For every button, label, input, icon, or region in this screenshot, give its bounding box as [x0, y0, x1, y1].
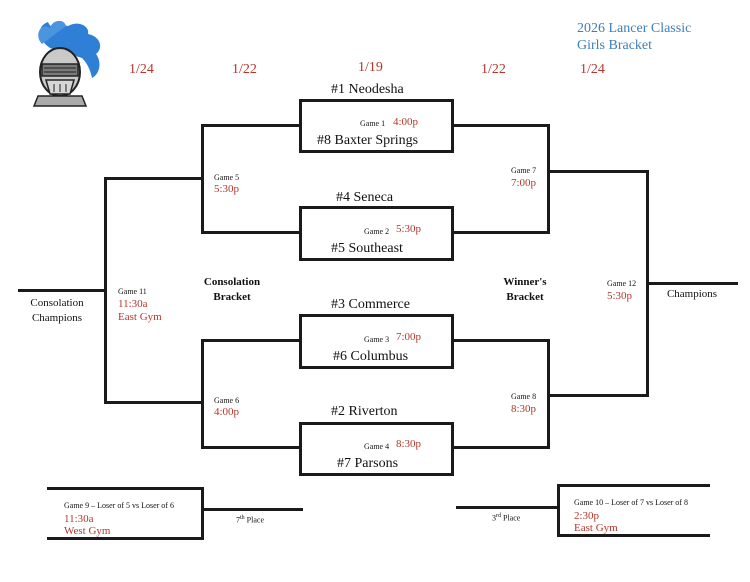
team-southeast: #5 Southeast [331, 241, 403, 256]
champion-line [646, 282, 738, 285]
game2-label: Game 2 [364, 227, 390, 236]
game8-time: 8:30p [511, 403, 537, 415]
game7-vertical [547, 124, 550, 234]
consolation-bracket-label: Consolation Bracket [203, 276, 261, 303]
game7-top-arm [453, 124, 550, 127]
game1-box-left [299, 99, 302, 153]
page-title: 2026 Lancer Classic Girls Bracket [577, 20, 691, 54]
date-round-final: 1/24 [580, 62, 605, 77]
game9-time: 11:30a [64, 513, 94, 525]
date-round-consolation-final: 1/24 [129, 62, 154, 77]
game3-label: Game 3 [364, 335, 390, 344]
game3-time: 7:00p [396, 331, 422, 343]
team-baxter-springs: #8 Baxter Springs [317, 133, 419, 148]
game11-time: 11:30a [118, 298, 148, 310]
game5-bottom-arm [201, 231, 300, 234]
game6-top-arm [201, 339, 300, 342]
lancer-knight-icon [32, 20, 101, 107]
third-place-label: 3rd Place [492, 513, 521, 523]
game12-top-arm [549, 170, 649, 173]
team-columbus: #6 Columbus [333, 349, 409, 364]
game10-bottom-line [557, 534, 710, 537]
game12-time: 5:30p [607, 290, 633, 302]
seventh-place-line [201, 508, 303, 511]
game3-box-top [299, 314, 454, 317]
game11-label: Game 11 [118, 287, 147, 296]
game10-venue: East Gym [574, 522, 618, 534]
game11-top-arm [104, 177, 202, 180]
game4-time: 8:30p [396, 438, 422, 450]
game11-bottom-arm [104, 401, 202, 404]
game3-box-bottom [299, 366, 454, 369]
game10-label: Game 10 – Loser of 7 vs Loser of 8 [574, 498, 688, 507]
consolation-champion-line [18, 289, 106, 292]
game2-time: 5:30p [396, 223, 422, 235]
game7-bottom-arm [453, 231, 550, 234]
team-seneca: #4 Seneca [336, 190, 394, 205]
game1-box-bottom [299, 150, 454, 153]
game8-top-arm [453, 339, 550, 342]
game9-vertical [201, 487, 204, 540]
game1-time: 4:00p [393, 116, 419, 128]
game10-top-line [557, 484, 710, 487]
game4-box-right [451, 422, 454, 476]
game2-box-top [299, 206, 454, 209]
game7-label: Game 7 [511, 166, 537, 175]
game2-box-bottom [299, 258, 454, 261]
game4-label: Game 4 [364, 442, 390, 451]
game8-bottom-arm [453, 446, 550, 449]
date-round-winners: 1/22 [481, 62, 506, 77]
game3-box-left [299, 314, 302, 369]
game1-box-right [451, 99, 454, 153]
title-line-2: Girls Bracket [577, 38, 653, 53]
game1-box-top [299, 99, 454, 102]
game6-bottom-arm [201, 446, 300, 449]
title-line-1: 2026 Lancer Classic [577, 21, 692, 36]
team-neodesha: #1 Neodesha [331, 82, 404, 97]
game1-label: Game 1 [360, 119, 386, 128]
game9-venue: West Gym [64, 525, 111, 537]
date-round-first: 1/19 [358, 60, 383, 75]
game8-label: Game 8 [511, 392, 537, 401]
game10-time: 2:30p [574, 510, 600, 522]
game4-box-top [299, 422, 454, 425]
game12-label: Game 12 [607, 279, 637, 288]
date-round-consolation: 1/22 [232, 62, 257, 77]
seventh-place-label: 7th Place [236, 515, 264, 525]
team-commerce: #3 Commerce [331, 297, 410, 312]
winners-bracket-label: Winner's Bracket [503, 276, 547, 303]
consolation-champions-label: Consolation Champions [30, 297, 84, 324]
game5-label: Game 5 [214, 173, 240, 182]
team-riverton: #2 Riverton [331, 404, 398, 419]
game12-bottom-arm [549, 394, 649, 397]
game6-vertical [201, 339, 204, 449]
champions-label: Champions [666, 288, 718, 300]
third-place-line [456, 506, 560, 509]
game11-venue: East Gym [118, 311, 162, 323]
game9-label: Game 9 – Loser of 5 vs Loser of 6 [64, 501, 174, 510]
game4-box-bottom [299, 473, 454, 476]
game8-vertical [547, 339, 550, 449]
game5-vertical [201, 124, 204, 234]
game9-bottom-line [47, 537, 204, 540]
game10-vertical [557, 484, 560, 537]
game7-time: 7:00p [511, 177, 537, 189]
game2-box-right [451, 206, 454, 261]
game6-time: 4:00p [214, 406, 240, 418]
game5-top-arm [201, 124, 300, 127]
game9-top-line [47, 487, 204, 490]
game6-label: Game 6 [214, 396, 240, 405]
game3-box-right [451, 314, 454, 369]
game4-box-left [299, 422, 302, 476]
team-parsons: #7 Parsons [337, 456, 399, 471]
game5-time: 5:30p [214, 183, 240, 195]
game2-box-left [299, 206, 302, 261]
